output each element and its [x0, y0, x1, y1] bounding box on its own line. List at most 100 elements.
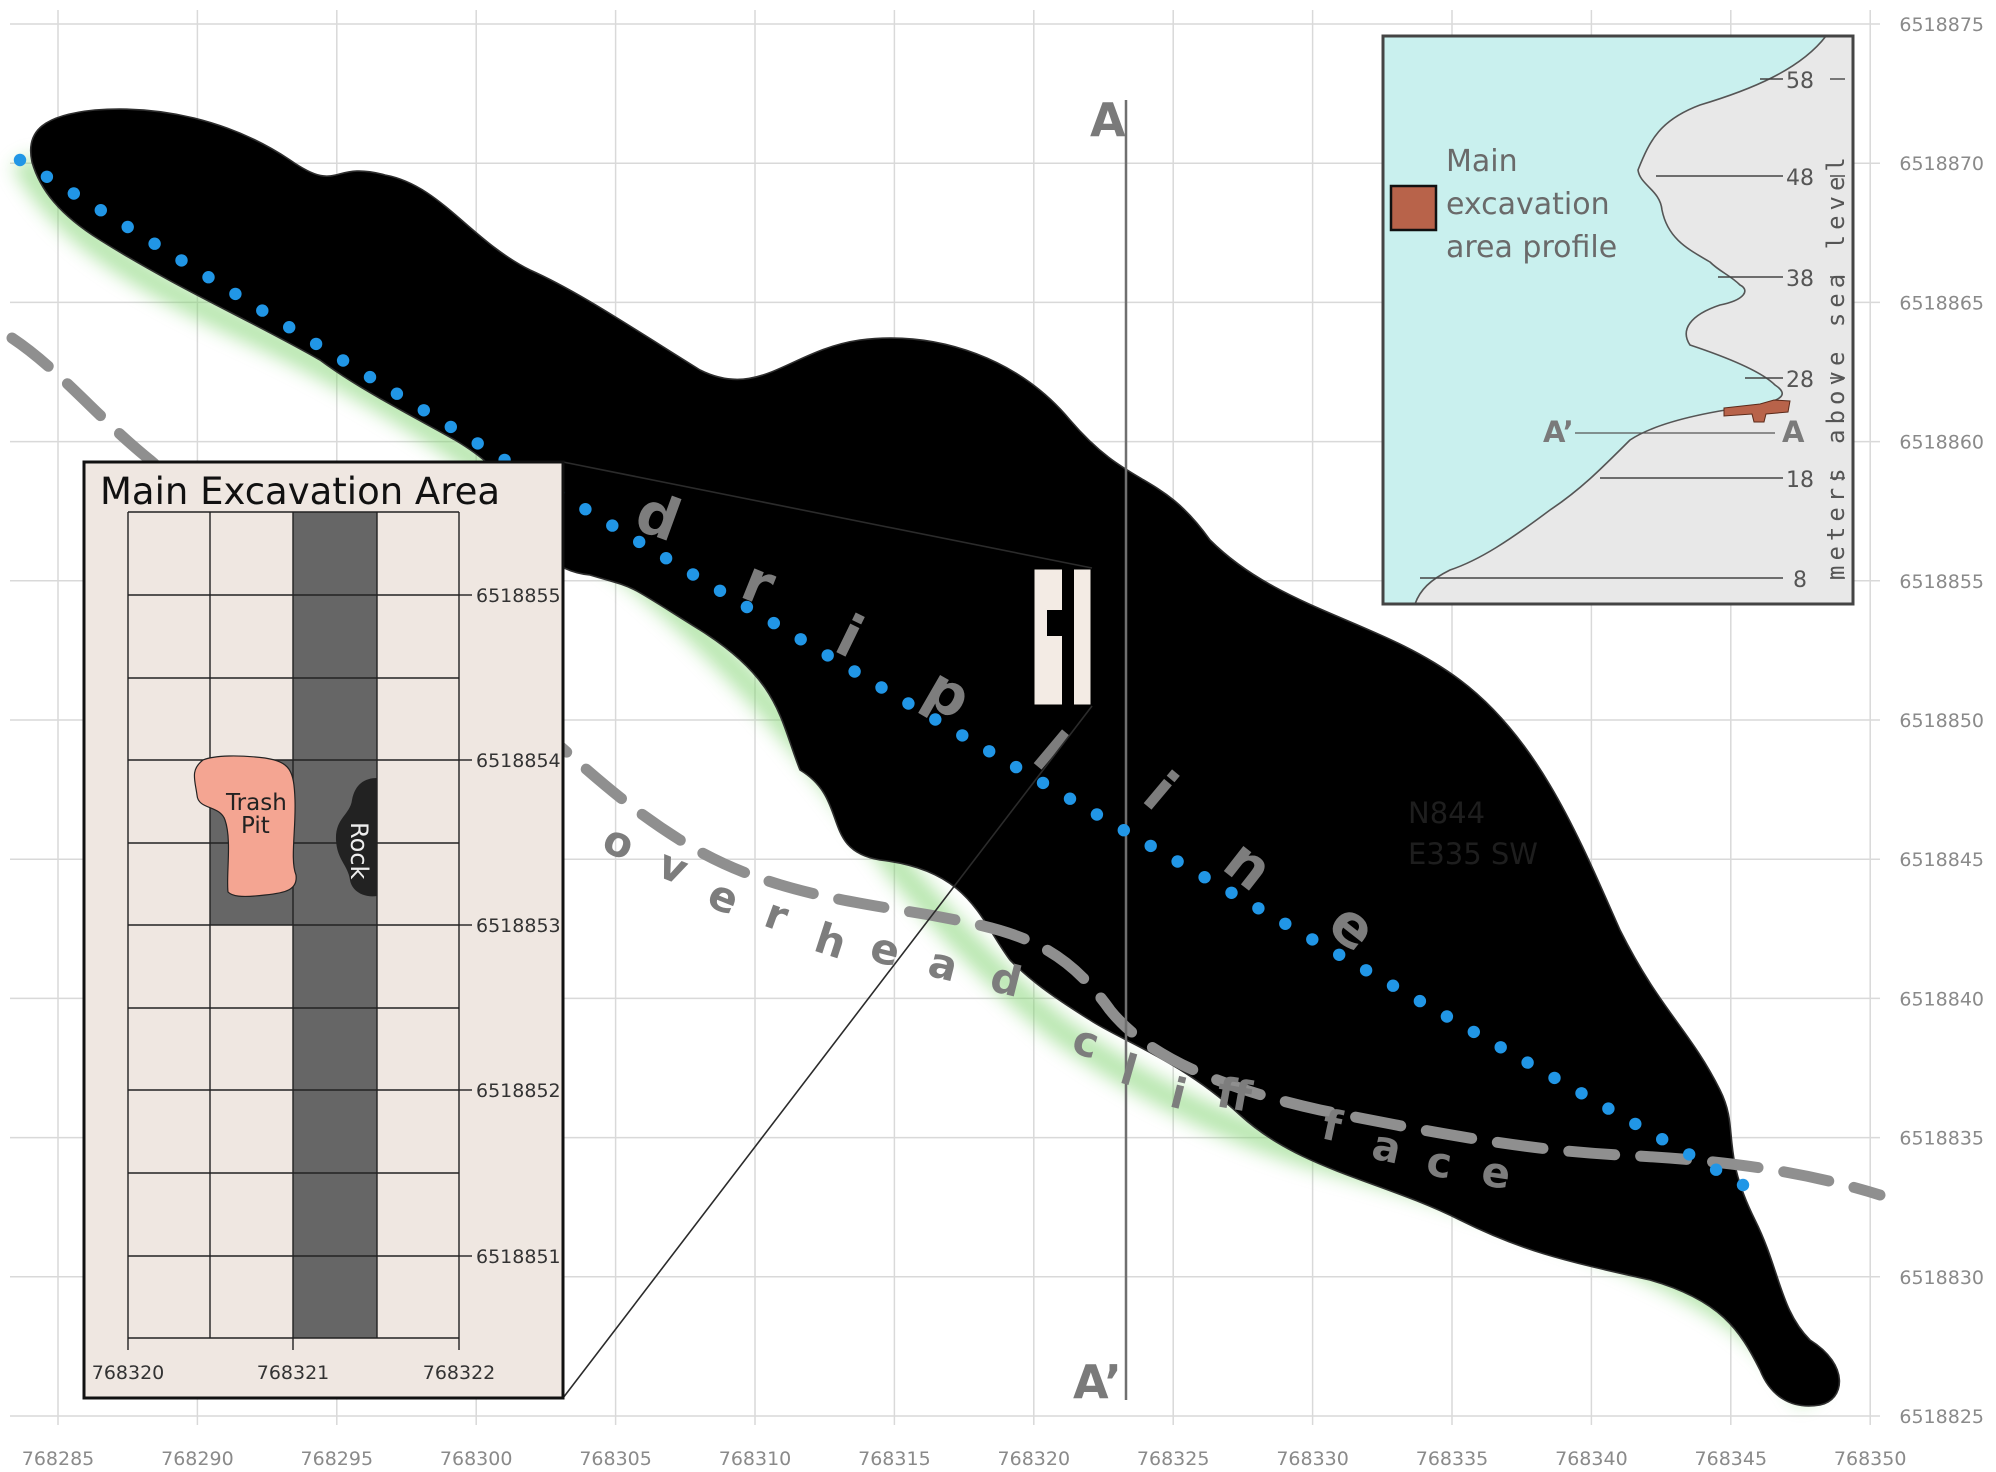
dripline-dot: [40, 170, 54, 183]
dripline-dot: [1225, 886, 1238, 899]
northing-tick: 6518850: [1899, 710, 1984, 732]
cliff-letter: e: [701, 869, 746, 925]
dripline-dot: [983, 745, 996, 758]
inset-northing-tick: 6518851: [476, 1246, 561, 1268]
dripline-dot: [1521, 1056, 1534, 1069]
unit-marker: [1450, 876, 1462, 888]
cliff-letter: e: [866, 922, 906, 976]
northing-tick-labels: 6518875651887065188656518860651885565188…: [1899, 14, 1984, 1428]
trash-pit: [193, 755, 297, 898]
legend-line-1: Main: [1446, 144, 1518, 179]
inset-northing-tick: 6518854: [476, 750, 561, 772]
dripline-dot: [1467, 1025, 1481, 1039]
dripline: [13, 153, 1750, 1192]
northing-tick: 6518865: [1899, 292, 1984, 314]
unit-label-east: E335 SW: [1408, 837, 1538, 871]
dripline-dot: [633, 535, 646, 549]
inset-leader-bottom: [562, 705, 1093, 1399]
northing-tick: 6518840: [1899, 988, 1984, 1010]
dripline-dot: [256, 304, 269, 317]
trash-pit-label-1: Trash: [225, 790, 287, 816]
dripline-dot: [686, 568, 700, 581]
cliff-letter: v: [651, 839, 695, 895]
dripline-dot: [1736, 1178, 1750, 1192]
cliff-letter: a: [924, 937, 963, 991]
cliff-letter: h: [809, 913, 853, 969]
northing-tick: 6518875: [1899, 14, 1984, 36]
dripline-dot: [713, 584, 727, 597]
dripline-dot: [1709, 1163, 1723, 1176]
easting-tick: 768295: [301, 1448, 374, 1470]
dripline-dot: [1009, 760, 1023, 774]
dripline-dot: [1198, 871, 1211, 884]
dripline-dot: [121, 220, 134, 234]
dripline-dot: [336, 354, 350, 367]
elevation-lines: [1420, 78, 1845, 579]
dripline-dot: [1386, 979, 1400, 992]
inset-leader-top: [562, 461, 1093, 569]
elevation-axis-label: meters above sea level: [1822, 152, 1850, 580]
northing-tick: 6518830: [1899, 1267, 1984, 1289]
dripline-dot: [659, 552, 673, 565]
dripline-dot: [444, 420, 457, 434]
northing-tick: 6518860: [1899, 432, 1984, 454]
dripline-dot: [1063, 792, 1077, 805]
inset-easting-tick: 768321: [257, 1362, 330, 1384]
dripline-dot: [1306, 933, 1319, 946]
dripline-dot: [821, 649, 834, 662]
easting-tick: 768285: [22, 1448, 95, 1470]
dripline-dot: [1090, 808, 1104, 821]
section-left-marker: A’: [1543, 415, 1574, 449]
easting-tick: 768335: [1416, 1448, 1489, 1470]
easting-tick: 768305: [579, 1448, 652, 1470]
cliff-letter: r: [759, 888, 795, 941]
inset-easting-tick: 768322: [423, 1362, 496, 1384]
dripline-dot: [94, 204, 108, 217]
main-excavation-inset: Main Excavation Area Trash Pit Rock 6518…: [82, 460, 565, 1400]
trash-pit-label-2: Pit: [241, 813, 270, 839]
dripline-dot: [283, 321, 296, 334]
cliff-outline: [1414, 36, 1827, 604]
dripline-dot: [1333, 948, 1346, 961]
easting-tick: 768320: [998, 1448, 1071, 1470]
legend-line-2: excavation: [1446, 187, 1610, 222]
elevation-label: 8: [1793, 568, 1807, 593]
easting-tick: 768300: [440, 1448, 513, 1470]
dripline-dot: [1629, 1117, 1642, 1131]
dripline-dot: [929, 713, 942, 726]
inset-northing-tick: 6518853: [476, 915, 561, 937]
legend-swatch: [1389, 184, 1438, 232]
dripline-dot: [229, 287, 242, 301]
section-label-top: A: [1090, 93, 1126, 147]
inset-northing-tick: 6518852: [476, 1080, 561, 1102]
northing-tick: 6518870: [1899, 153, 1984, 175]
dripline-dot: [471, 437, 484, 450]
dripline-dot: [767, 616, 780, 630]
dripline-dot: [1144, 839, 1157, 853]
inset-northing-tick: 6518855: [476, 585, 561, 607]
dripline-dot: [1683, 1148, 1696, 1161]
dripline-dot: [740, 600, 754, 614]
dripline-dot: [67, 187, 81, 200]
dripline-dot: [1117, 824, 1131, 837]
dripline-dot: [175, 254, 188, 267]
easting-tick: 768325: [1137, 1448, 1210, 1470]
dripline-dot: [1036, 776, 1050, 790]
easting-tick: 768350: [1834, 1448, 1907, 1470]
excavation-profile-mark: [1723, 399, 1791, 423]
easting-tick: 768340: [1555, 1448, 1628, 1470]
dripline-dot: [579, 503, 592, 516]
dripline-dot: [363, 370, 377, 384]
elevation-label: 38: [1786, 267, 1814, 292]
dripline-dot: [148, 237, 161, 250]
dripline-dot: [309, 337, 323, 351]
elevation-label: 48: [1786, 166, 1814, 191]
dripline-dot: [956, 729, 969, 742]
rock-label: Rock: [345, 822, 373, 879]
dripline-dot: [1171, 855, 1184, 868]
dripline-dot: [390, 387, 404, 400]
dripline-dot: [1359, 964, 1373, 977]
